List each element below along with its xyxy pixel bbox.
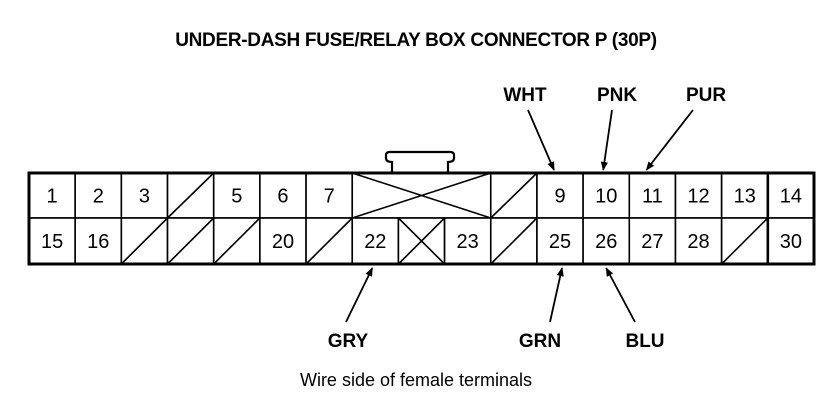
blocked-cavity — [351, 172, 492, 219]
terminal-number: 6 — [277, 186, 288, 208]
terminal-number: 13 — [734, 186, 756, 208]
terminal-number: 26 — [595, 231, 617, 253]
empty-slash — [490, 172, 538, 219]
terminal-14: 14 — [767, 172, 815, 219]
empty-cavity — [166, 217, 215, 265]
terminal-10: 10 — [582, 172, 631, 219]
terminal-number: 7 — [324, 186, 335, 208]
terminal-7: 7 — [305, 172, 354, 219]
terminal-number: 23 — [457, 231, 479, 253]
terminal-23: 23 — [443, 217, 492, 265]
terminal-number: 20 — [272, 231, 294, 253]
empty-cavity — [212, 217, 261, 265]
terminal-number: 1 — [47, 186, 58, 208]
cell-border — [767, 217, 815, 265]
empty-cavity — [720, 217, 769, 265]
cell-border — [28, 217, 76, 265]
terminal-number: 22 — [364, 231, 386, 253]
connector-outline — [27, 171, 816, 266]
terminal-27: 27 — [628, 217, 677, 265]
terminal-28: 28 — [674, 217, 723, 265]
terminal-number: 5 — [231, 186, 242, 208]
terminal-number: 27 — [641, 231, 663, 253]
blocked-cross — [351, 172, 492, 219]
diagram-caption: Wire side of female terminals — [299, 370, 533, 390]
terminal-13: 13 — [720, 172, 769, 219]
terminal-6: 6 — [259, 172, 307, 219]
arrow-to-pin-10 — [600, 109, 613, 171]
empty-cavity — [489, 217, 538, 265]
empty-slash — [166, 217, 215, 265]
terminal-22: 22 — [351, 217, 400, 265]
terminal-number: 12 — [687, 186, 709, 208]
connector-latch — [384, 150, 456, 173]
blocked-cross — [397, 217, 446, 265]
empty-slash — [166, 172, 215, 219]
terminal-26: 26 — [582, 217, 631, 265]
arrow-to-pin-9 — [527, 109, 555, 171]
terminal-number: 30 — [780, 231, 802, 253]
terminal-20: 20 — [259, 217, 307, 265]
terminal-3: 3 — [120, 172, 169, 219]
arrow-to-pin-11 — [645, 109, 694, 171]
cell-border — [582, 172, 631, 219]
wire-color-label-grn: GRN — [519, 331, 561, 352]
terminal-number: 9 — [554, 186, 565, 208]
terminal-9: 9 — [536, 172, 584, 219]
empty-slash — [120, 217, 169, 265]
empty-slash — [490, 217, 538, 265]
arrow-to-pin-22 — [345, 267, 374, 323]
terminal-25: 25 — [536, 217, 584, 265]
terminal-5: 5 — [212, 172, 261, 219]
wire-color-label-blu: BLU — [625, 331, 664, 352]
terminal-16: 16 — [74, 217, 123, 265]
arrow-to-pin-26 — [605, 267, 636, 323]
terminal-30: 30 — [767, 217, 815, 265]
empty-slash — [721, 217, 769, 265]
cell-border — [259, 217, 307, 265]
empty-cavity — [120, 217, 169, 265]
terminal-number: 14 — [780, 186, 802, 208]
terminal-number: 16 — [87, 231, 109, 253]
cell-border — [536, 172, 584, 219]
terminal-1: 1 — [28, 172, 76, 219]
wire-color-label-pur: PUR — [686, 85, 726, 106]
diagram-title: UNDER-DASH FUSE/RELAY BOX CONNECTOR P (3… — [175, 30, 657, 51]
wire-color-label-pnk: PNK — [597, 85, 637, 106]
terminal-number: 28 — [687, 231, 709, 253]
cell-border — [259, 172, 307, 219]
terminal-11: 11 — [628, 172, 677, 219]
empty-cavity — [489, 172, 538, 219]
terminal-12: 12 — [674, 172, 723, 219]
blocked-cavity — [397, 217, 446, 265]
cell-border — [305, 172, 354, 219]
terminal-2: 2 — [74, 172, 123, 219]
terminal-number: 11 — [642, 186, 663, 208]
wire-color-label-wht: WHT — [503, 85, 547, 106]
terminal-number: 15 — [41, 231, 63, 253]
empty-cavity — [166, 172, 215, 219]
wire-color-label-gry: GRY — [328, 331, 369, 352]
terminal-number: 25 — [549, 231, 571, 253]
terminal-number: 10 — [595, 186, 617, 208]
terminal-number: 3 — [139, 186, 150, 208]
empty-cavity — [305, 217, 354, 265]
empty-slash — [213, 217, 261, 265]
empty-slash — [305, 217, 353, 265]
terminal-number: 2 — [93, 186, 104, 208]
arrow-to-pin-25 — [549, 267, 564, 323]
terminal-15: 15 — [28, 217, 76, 265]
